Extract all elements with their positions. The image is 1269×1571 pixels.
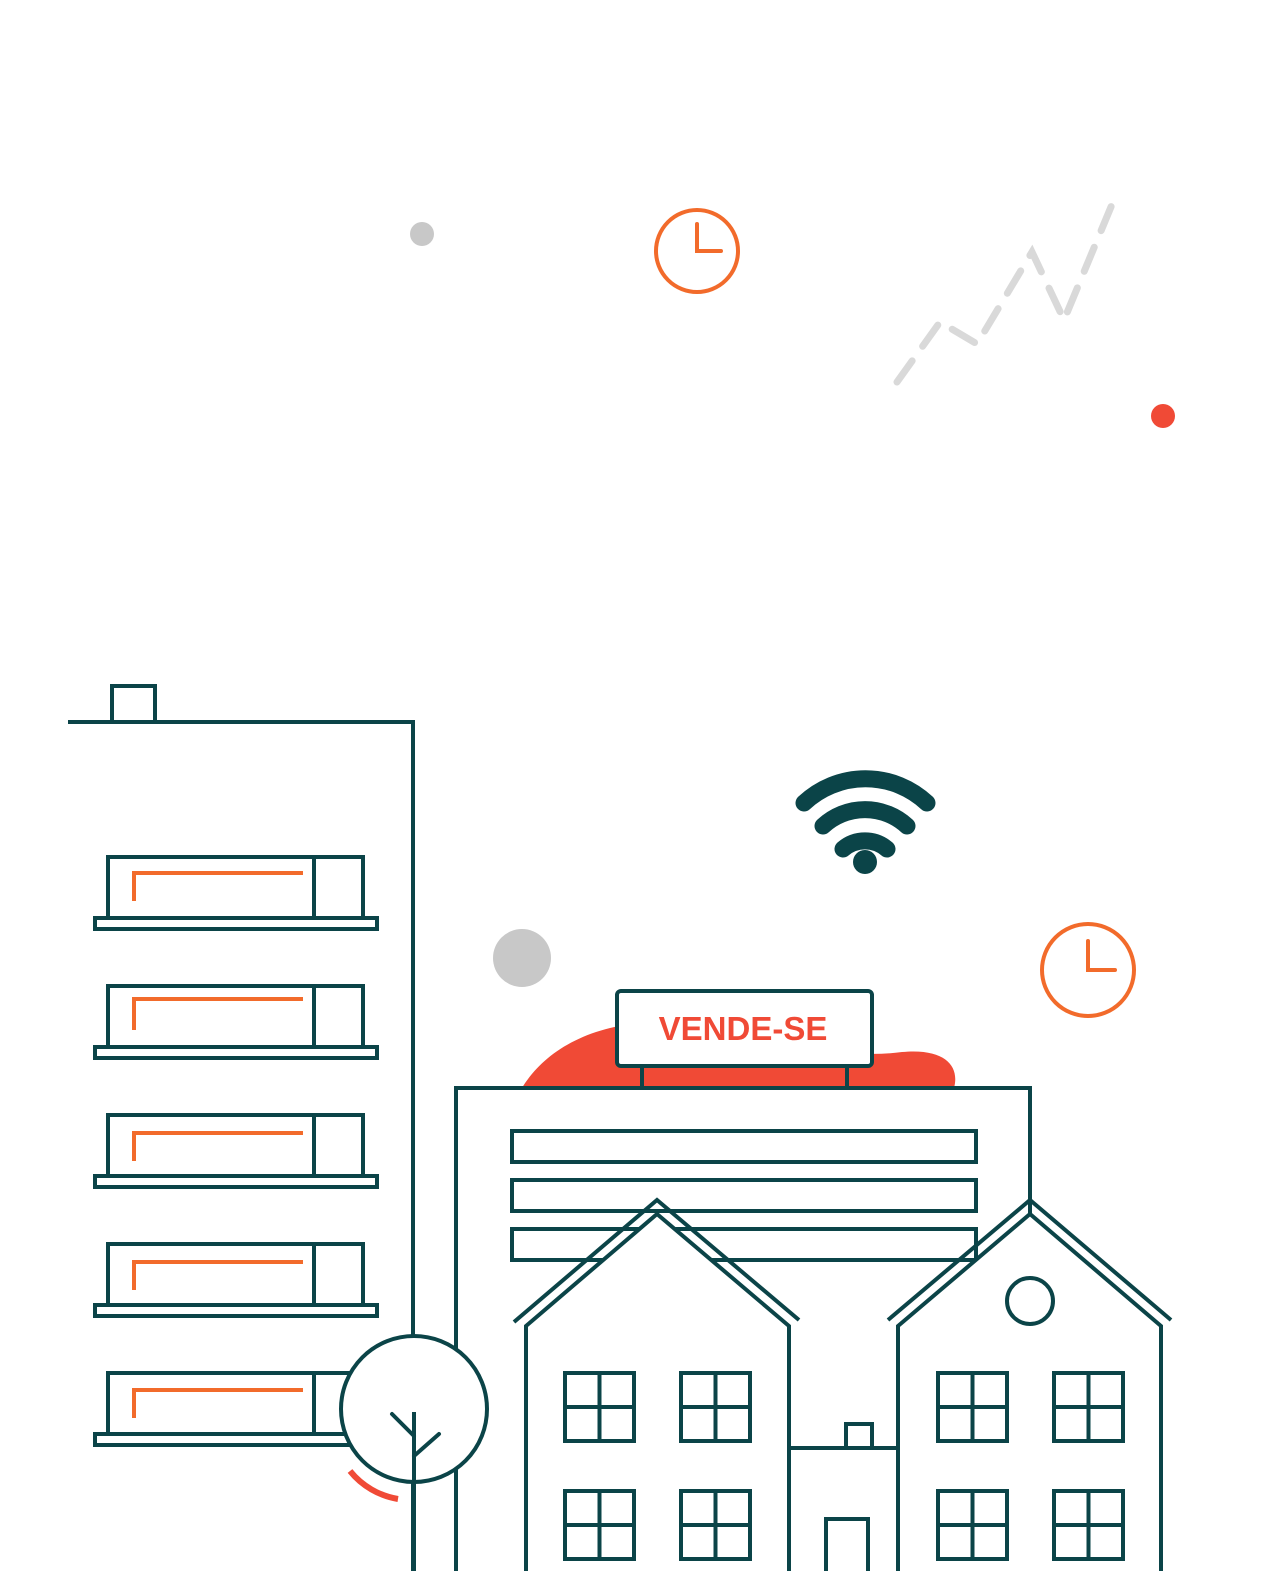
red-dot (1151, 404, 1175, 428)
balcony (93, 1113, 379, 1189)
house-window (936, 1371, 1009, 1443)
tree-shadow-arc (347, 1469, 399, 1502)
for-sale-sign: VENDE-SE (615, 989, 874, 1088)
gray-dot-large (493, 929, 551, 987)
office-window-band (510, 1178, 978, 1213)
clock-icon (654, 208, 740, 294)
balcony (93, 984, 379, 1060)
chimney (110, 684, 157, 724)
house-window (563, 1489, 636, 1561)
house-connector (787, 1422, 900, 1571)
wifi-dot (853, 850, 877, 874)
connector-chimney (844, 1422, 874, 1450)
tree-icon (339, 1334, 489, 1571)
office-window-band (510, 1227, 978, 1262)
wifi-icon (795, 770, 936, 858)
balcony (93, 855, 379, 931)
house-window (679, 1489, 752, 1561)
gray-dot-small (410, 222, 434, 246)
house-window (1052, 1371, 1125, 1443)
balcony (93, 1371, 379, 1447)
house-window (936, 1489, 1009, 1561)
apartment-building (68, 684, 415, 1571)
attic-round-window (1005, 1276, 1055, 1326)
front-door (824, 1517, 870, 1571)
clock-icon (1040, 922, 1136, 1018)
house-right (886, 1197, 1173, 1571)
house-window (563, 1371, 636, 1443)
sign-label: VENDE-SE (659, 1010, 828, 1047)
office-window-band (510, 1129, 978, 1164)
balcony (93, 1242, 379, 1318)
house-window (1052, 1489, 1125, 1561)
house-window (679, 1371, 752, 1443)
house-left (512, 1197, 801, 1571)
dashed-trend-line-icon (893, 186, 1122, 386)
